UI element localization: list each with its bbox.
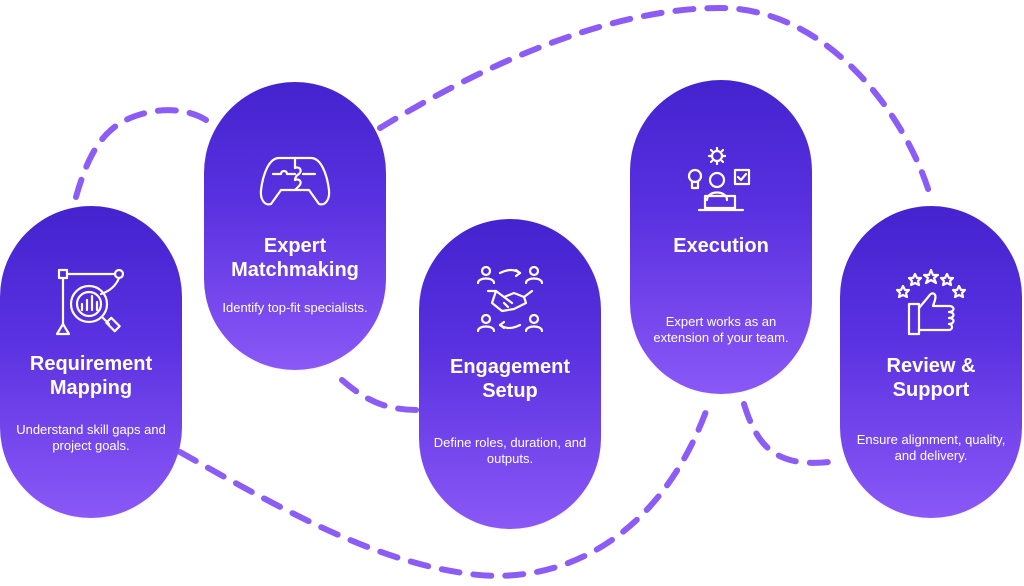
step-title: Requirement Mapping (29, 353, 153, 399)
step-title: Engagement Setup (449, 356, 571, 402)
game-controller-puzzle-icon (259, 144, 331, 216)
step-description: Ensure alignment, quality, and delivery. (856, 432, 1006, 463)
step-requirement-mapping: Requirement Mapping Understand skill gap… (0, 206, 182, 518)
step-description: Define roles, duration, and outputs. (433, 435, 587, 466)
step-title: Expert Matchmaking (231, 235, 359, 281)
connector-1-to-4 (177, 403, 711, 579)
step-description: Identify top-fit specialists. (222, 300, 368, 315)
step-expert-matchmaking: Expert Matchmaking Identify top-fit spec… (204, 82, 386, 370)
analytics-magnifier-icon (55, 266, 127, 338)
connector-4-to-5 (741, 401, 844, 466)
step-engagement-setup: Engagement Setup Define roles, duration,… (419, 219, 601, 529)
handshake-team-icon (474, 263, 546, 335)
step-description: Understand skill gaps and project goals. (16, 422, 166, 453)
connector-2-to-5 (377, 4, 935, 205)
step-review-support: Review & Support Ensure alignment, quali… (840, 206, 1022, 518)
person-laptop-ideas-icon (685, 146, 757, 218)
connector-2-to-3 (339, 377, 421, 413)
step-title: Execution (673, 235, 769, 257)
thumbs-up-stars-icon (895, 268, 967, 340)
step-description: Expert works as an extension of your tea… (653, 314, 789, 345)
connector-1-to-2 (73, 107, 209, 200)
step-execution: Execution Expert works as an extension o… (630, 80, 812, 394)
step-title: Review & Support (886, 355, 976, 401)
